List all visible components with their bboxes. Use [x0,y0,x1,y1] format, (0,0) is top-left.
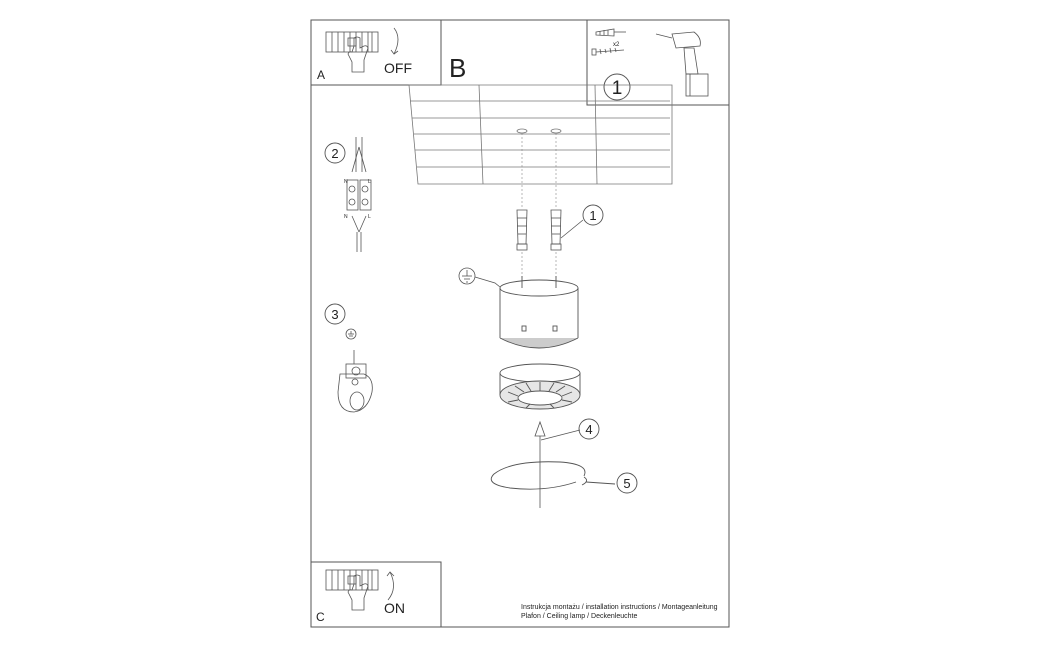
sheet-border [310,19,730,628]
led-ring [499,363,581,410]
panel-c [310,561,442,628]
insert-arrow [534,420,581,508]
screw-icon [591,47,625,56]
step-marker-5 [616,472,638,494]
footer-product-type: Plafon / Ceiling lamp / Deckenleuchte [521,613,638,620]
panel-c-letter: C [316,610,325,624]
tools-panel [586,19,730,106]
step-label-3: 3 [331,307,338,322]
step-marker-3 [324,303,346,325]
panel-a-letter: A [317,68,325,82]
wire-n-top: N [344,179,348,185]
footer-instructions-title: Instrukcja montażu / installation instru… [521,604,718,611]
panel-a-action: OFF [384,60,412,76]
step-label-2: 2 [331,146,338,161]
hand-icon [347,36,369,73]
lamp-housing [499,276,579,349]
arrow-down-icon [390,27,399,55]
panel-a [310,19,442,86]
drill-icon [655,31,709,97]
panel-b-letter: B [449,53,466,83]
step-markers [324,142,638,494]
step-marker-1 [582,204,604,226]
step-label-4: 4 [585,422,592,437]
arrow-up-icon [386,571,395,601]
step-marker-4 [578,418,600,440]
step-1-badge [603,73,631,101]
wiring-connector [346,137,372,252]
step-marker-2 [324,142,346,164]
trim-ring [490,461,616,490]
step-label-1: 1 [589,208,596,223]
step-label-5: 5 [623,476,630,491]
wall-plug-icon [595,28,626,37]
wire-n-bottom: N [344,214,348,220]
tools-quantity: x2 [613,42,620,48]
wire-l-top: L [368,179,371,185]
ground-icon [458,267,501,288]
ceiling [408,84,673,185]
ground-terminal [337,328,373,413]
wire-l-bottom: L [368,214,371,220]
panel-c-action: ON [384,600,405,616]
wall-plugs [516,209,584,251]
hand-icon [347,574,369,611]
tools-step-number: 1 [612,78,623,99]
